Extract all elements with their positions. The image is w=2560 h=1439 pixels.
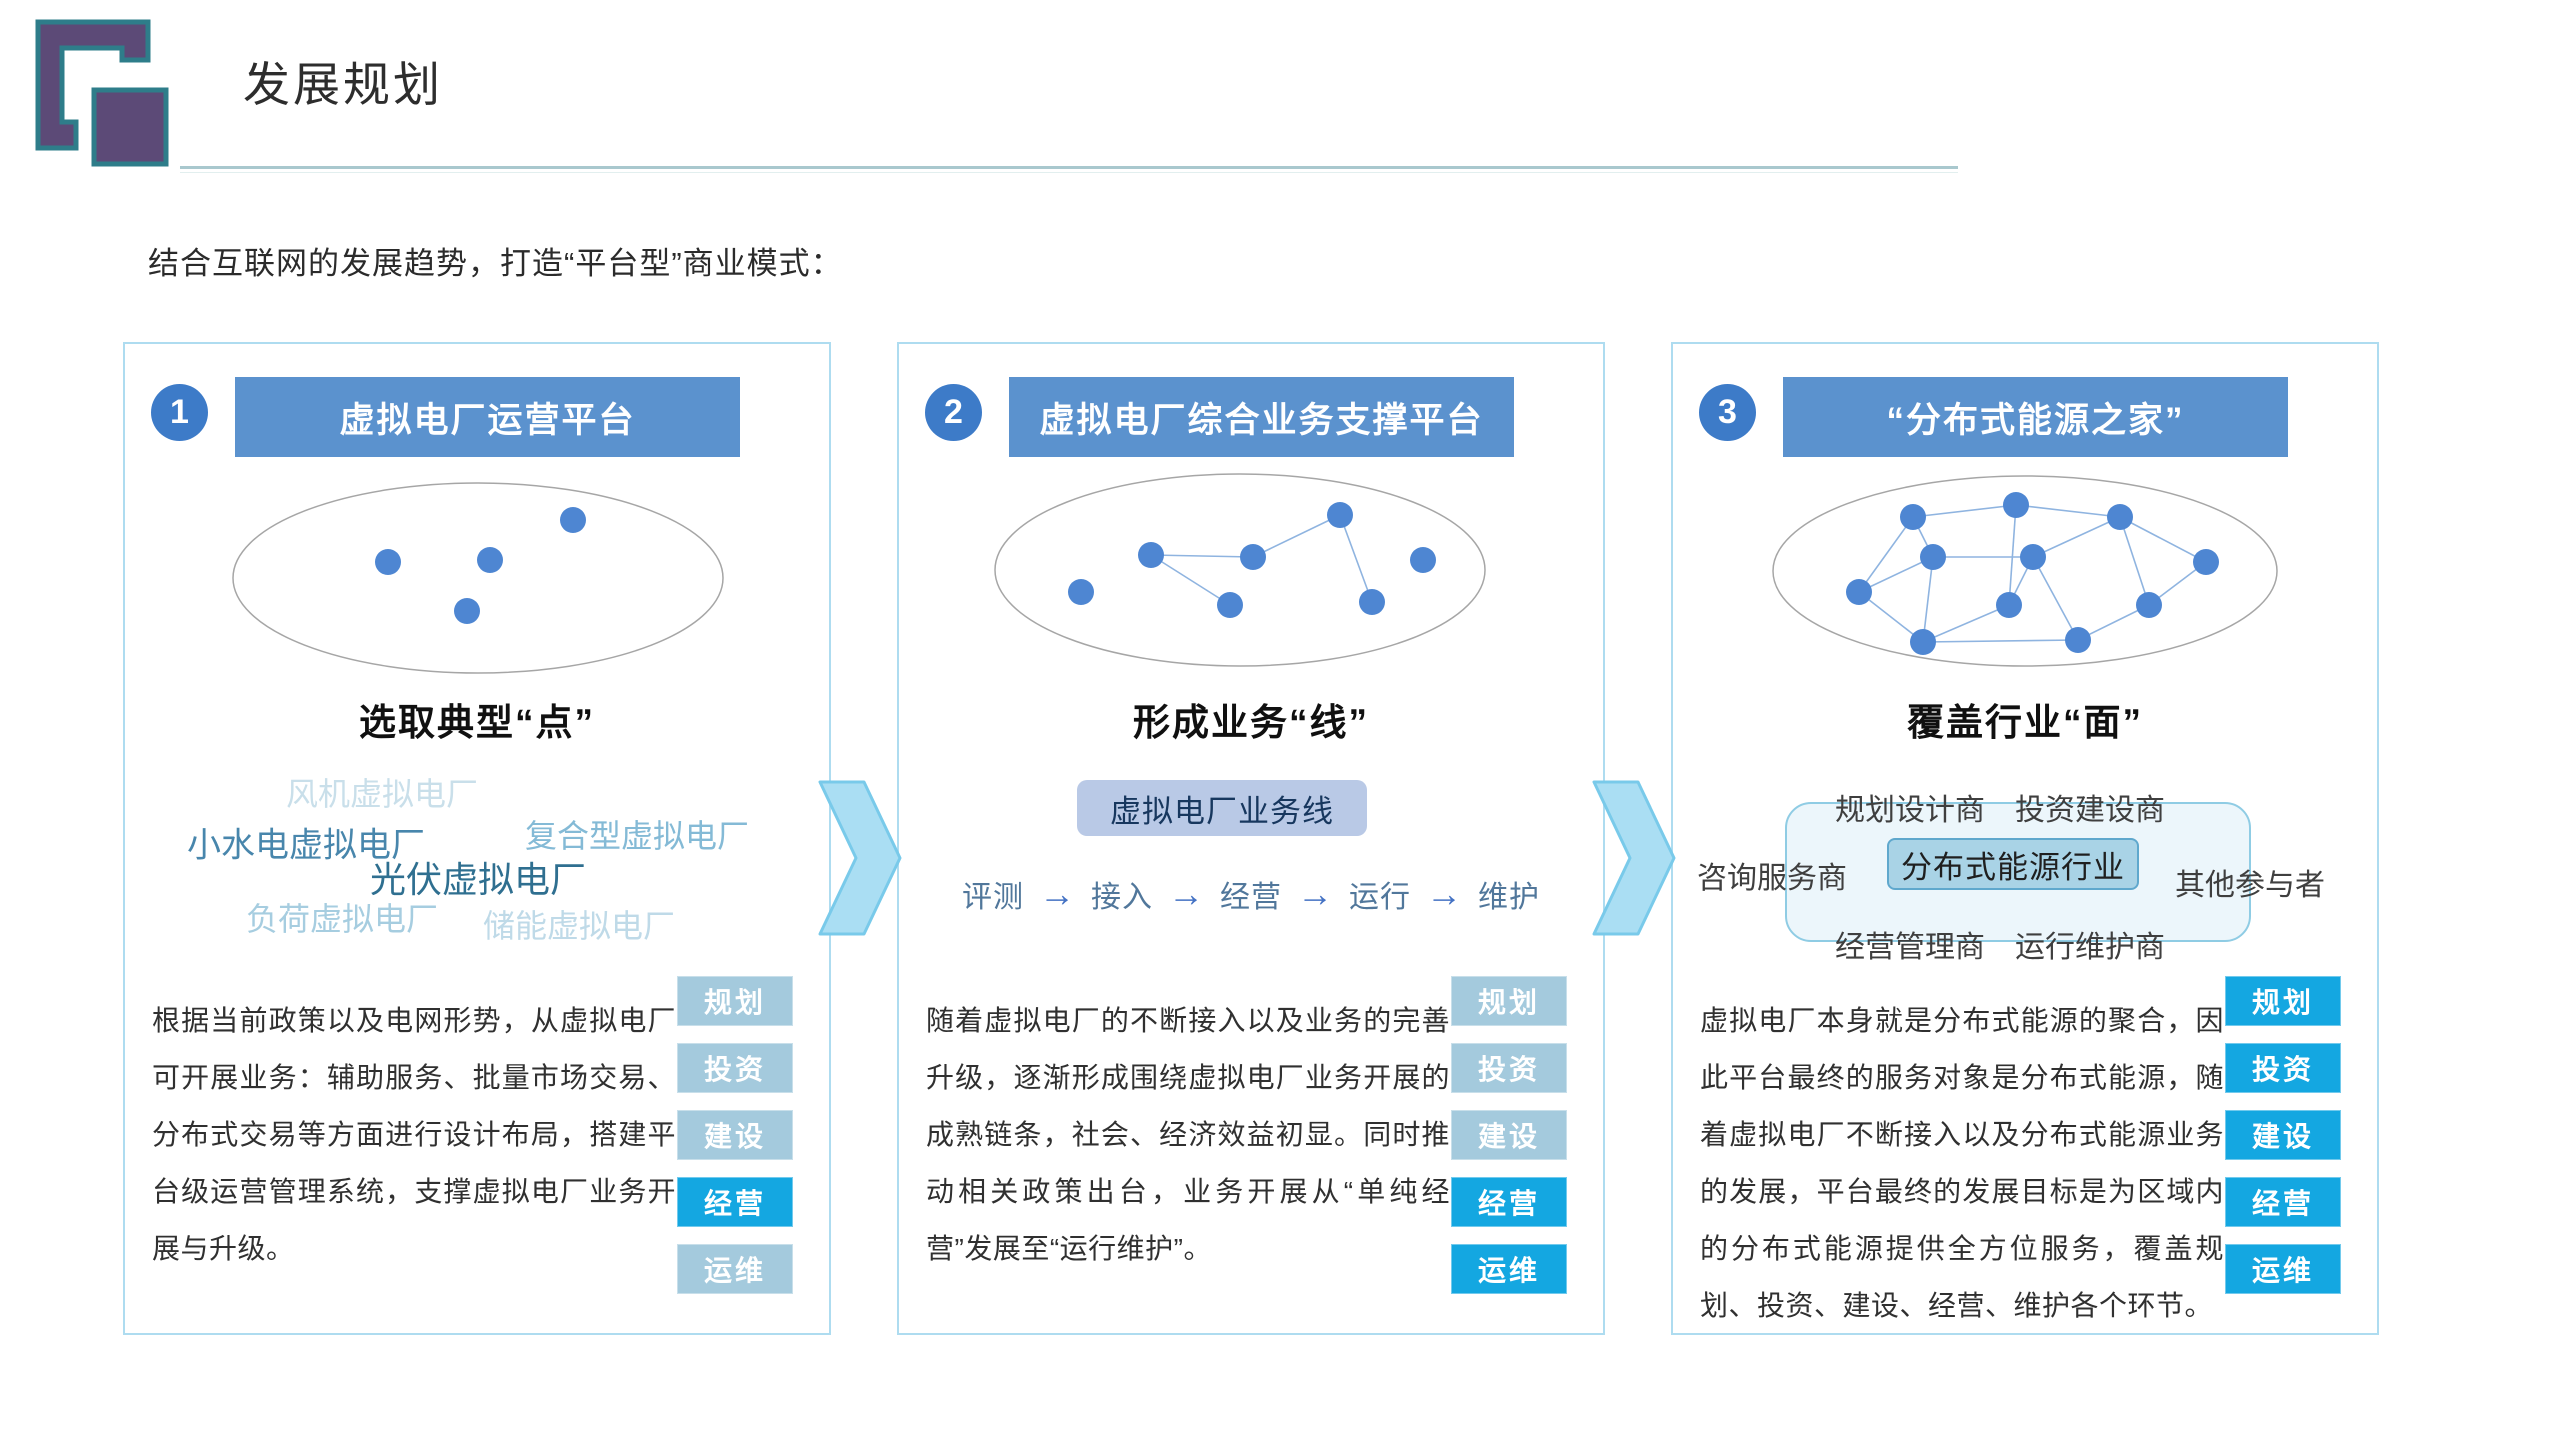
- industry-label-bottom-right: 运行维护商: [2015, 931, 2165, 964]
- tag-经营: 经营: [2225, 1177, 2341, 1227]
- intro-text: 结合互联网的发展趋势，打造“平台型”商业模式：: [148, 246, 843, 281]
- tag-规划: 规划: [2225, 976, 2341, 1026]
- tag-投资: 投资: [1451, 1043, 1567, 1093]
- flow-step: 经营: [1220, 881, 1282, 914]
- process-flow: 评测 → 接入 → 经营 → 运行 → 维护: [899, 872, 1603, 916]
- flow-arrow-icon: →: [1426, 873, 1463, 914]
- industry-label-top-left: 规划设计商: [1835, 794, 1985, 827]
- flow-arrow-icon: →: [1297, 873, 1334, 914]
- flow-step: 评测: [962, 881, 1024, 914]
- tag-建设: 建设: [1451, 1110, 1567, 1160]
- flow-step: 接入: [1091, 881, 1153, 914]
- flow-arrow-icon: →: [1039, 873, 1076, 914]
- panel-1: 1 虚拟电厂运营平台选取典型“点” 风机虚拟电厂小水电虚拟电厂 复合型虚拟电厂光伏虚拟…: [123, 342, 831, 1335]
- word-cloud-item: 小水电虚拟电厂: [187, 826, 425, 865]
- word-cloud-item: 复合型虚拟电厂: [524, 818, 750, 854]
- dots-diagram: [232, 482, 724, 674]
- panel-banner: 虚拟电厂综合业务支撑平台: [1009, 377, 1514, 457]
- arrow-chevron-1: [818, 780, 902, 941]
- tag-column: 规划投资建设经营运维: [2225, 976, 2341, 1311]
- tag-column: 规划投资建设经营运维: [1451, 976, 1567, 1311]
- tag-运维: 运维: [2225, 1244, 2341, 1294]
- tag-投资: 投资: [677, 1043, 793, 1093]
- panel-banner: “分布式能源之家”: [1783, 377, 2288, 457]
- tag-column: 规划投资建设经营运维: [677, 976, 793, 1311]
- logo-icon: [16, 6, 206, 181]
- industry-label-left: 咨询服务商: [1697, 862, 1847, 895]
- panel-caption: 形成业务“线”: [1133, 702, 1369, 743]
- panel-body-text: 随着虚拟电厂的不断接入以及业务的完善升级，逐渐形成围绕虚拟电厂业务开展的成熟链条…: [926, 1005, 1450, 1264]
- panel-caption: 选取典型“点”: [359, 702, 595, 743]
- tag-规划: 规划: [677, 976, 793, 1026]
- tag-投资: 投资: [2225, 1043, 2341, 1093]
- panel-caption: 覆盖行业“面”: [1907, 702, 2143, 743]
- tag-运维: 运维: [1451, 1244, 1567, 1294]
- panel-2: 2 虚拟电厂综合业务支撑平台形成业务“线” 虚拟电厂业务线评测 → 接入 → 经营 → 运行 → 维…: [897, 342, 1605, 1335]
- panel-body-text: 根据当前政策以及电网形势，从虚拟电厂可开展业务：辅助服务、批量市场交易、分布式交…: [152, 1005, 676, 1264]
- step-number-badge: 3: [1699, 384, 1756, 441]
- panel-body-text: 虚拟电厂本身就是分布式能源的聚合，因此平台最终的服务对象是分布式能源，随着虚拟电…: [1700, 1005, 2224, 1321]
- panel-banner: 虚拟电厂运营平台: [235, 377, 740, 457]
- tag-经营: 经营: [677, 1177, 793, 1227]
- step-number-badge: 1: [151, 384, 208, 441]
- step-number-badge: 2: [925, 384, 982, 441]
- tag-建设: 建设: [2225, 1110, 2341, 1160]
- word-cloud-item: 负荷虚拟电厂: [245, 901, 439, 937]
- tag-经营: 经营: [1451, 1177, 1567, 1227]
- tag-运维: 运维: [677, 1244, 793, 1294]
- network-diagram: [994, 473, 1486, 667]
- flow-step: 维护: [1478, 881, 1540, 914]
- network-diagram: [1772, 475, 2278, 667]
- industry-label-right: 其他参与者: [2175, 869, 2325, 902]
- flow-arrow-icon: →: [1168, 873, 1205, 914]
- title-divider: [180, 166, 1958, 173]
- business-line-box: 虚拟电厂业务线: [1077, 780, 1367, 836]
- industry-label-bottom-left: 经营管理商: [1835, 931, 1985, 964]
- tag-建设: 建设: [677, 1110, 793, 1160]
- industry-label-top-right: 投资建设商: [2015, 794, 2165, 827]
- panel-3: 3 “分布式能源之家” 覆盖行业“面” 分布式能源行业 规划设计商投资建设商咨询服务商 其…: [1671, 342, 2379, 1335]
- arrow-chevron-2: [1592, 780, 1676, 941]
- page-title: 发展规划: [243, 58, 443, 111]
- word-cloud-item: 储能虚拟电厂: [482, 908, 676, 944]
- industry-center-box: 分布式能源行业: [1887, 838, 2139, 890]
- word-cloud-item: 光伏虚拟电厂: [369, 859, 587, 900]
- tag-规划: 规划: [1451, 976, 1567, 1026]
- flow-step: 运行: [1349, 881, 1411, 914]
- word-cloud-item: 风机虚拟电厂: [285, 776, 479, 812]
